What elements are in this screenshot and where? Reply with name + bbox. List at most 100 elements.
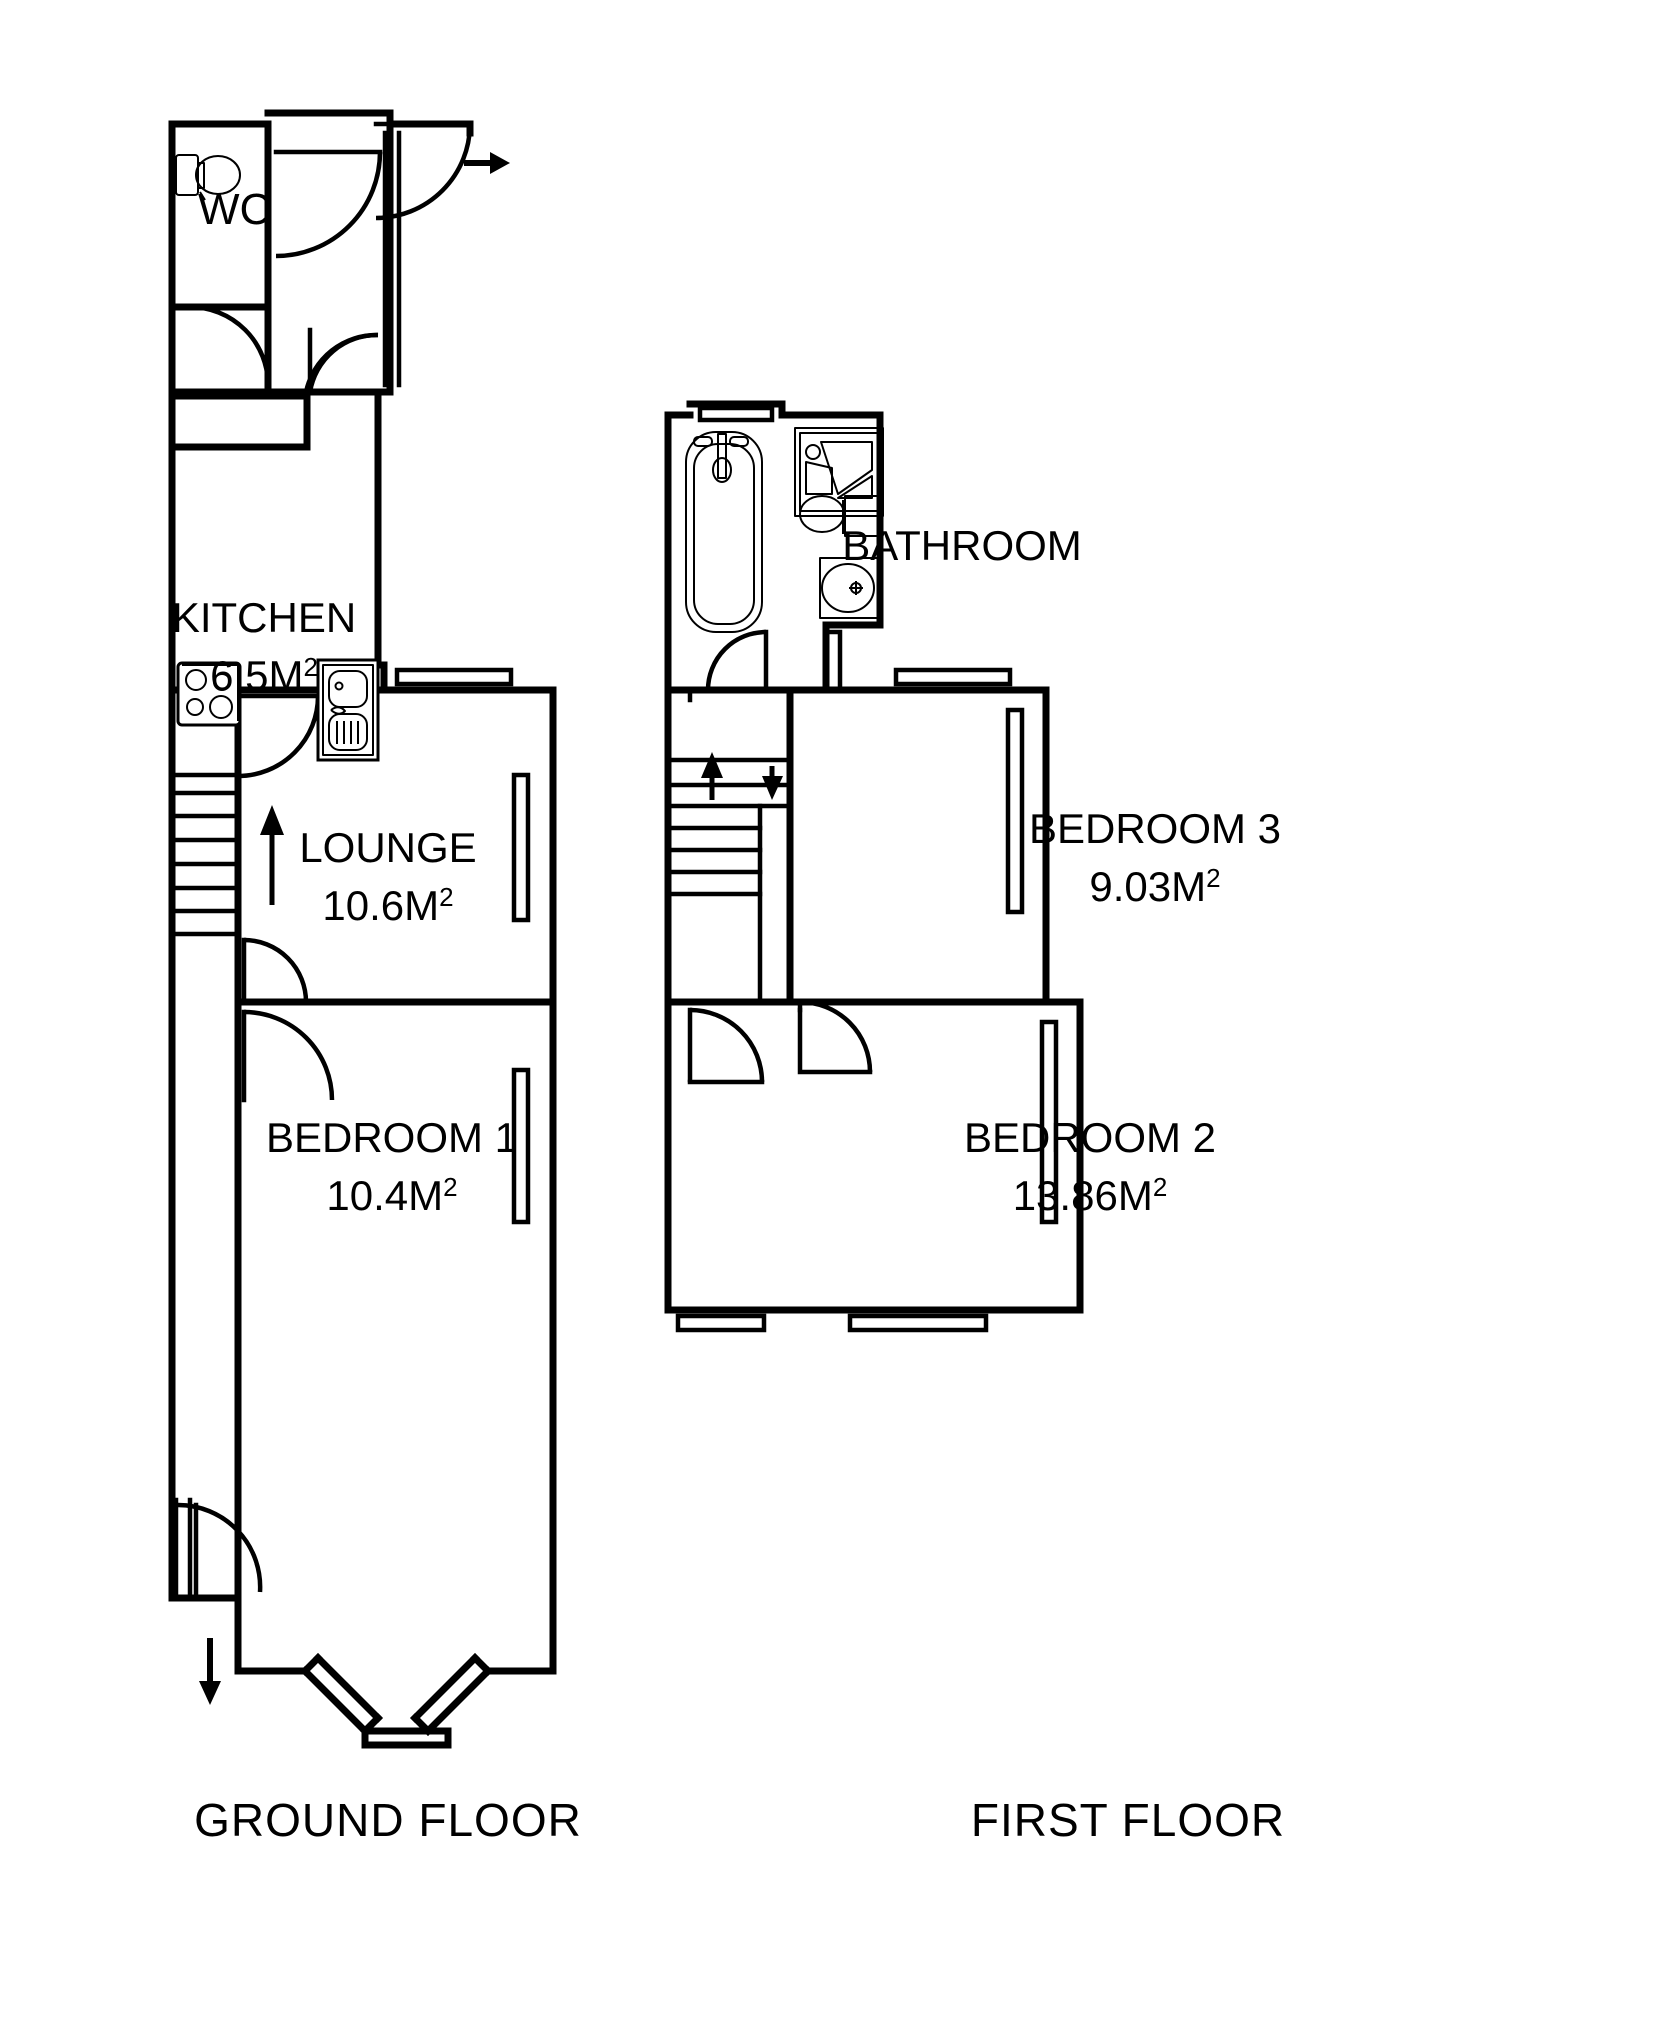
bath-tap-left: [693, 436, 713, 447]
room-area-bedroom3-unit: M: [1171, 863, 1206, 910]
wall-rear-projection: [264, 109, 394, 128]
wall-bath-projection: [686, 400, 786, 419]
basin-unit: [819, 557, 881, 619]
toilet-waste: [199, 191, 206, 201]
bay-angle-right-cap-b: [410, 1713, 433, 1736]
door-swing-rear-hall-b: [303, 332, 379, 393]
stair-down-arrow-head-first: [762, 776, 783, 800]
staircase-first: [665, 752, 793, 1005]
wall-kitchen-counter-ledge: [168, 392, 311, 451]
bay-angle-left-cap-a: [300, 1653, 323, 1676]
door-swing-bedroom2: [689, 1007, 765, 1083]
kitchen-sink: [316, 658, 380, 762]
toilet-bowl-first: [799, 495, 845, 533]
toilet-cistern-first: [844, 495, 880, 537]
first-floor-windows: [675, 405, 1059, 1333]
first-floor-walls: [664, 400, 1084, 1314]
door-swing-hall-lounge: [243, 937, 309, 1003]
door-swing-wc-top: [275, 151, 383, 259]
bay-angle-right-cap-a: [470, 1653, 493, 1676]
hob-burner-2: [213, 673, 231, 691]
room-label-kitchen: KITCHEN: [172, 594, 356, 641]
room-label-bedroom3: BEDROOM 3: [1029, 805, 1281, 852]
kitchen-hob: [176, 661, 242, 727]
hob-inner-edge: [182, 664, 239, 721]
hob-burner-4: [209, 695, 233, 719]
door-swing-wc-lower: [189, 304, 271, 386]
room-area-lounge-value: 10.6: [322, 882, 404, 929]
window-lounge-right: [511, 772, 531, 923]
wall-kitchen-right-jog: [374, 661, 388, 694]
sink-drainer-grooves: [336, 721, 359, 744]
sink-tap: [330, 706, 346, 715]
room-area-bedroom3-sup: 2: [1206, 863, 1220, 893]
bath-outer: [685, 431, 763, 633]
exit-arrow-head: [199, 1681, 221, 1705]
toilet-cistern: [175, 154, 199, 196]
window-bedroom3-top: [893, 667, 1013, 687]
bathroom-wash-basin: [819, 557, 881, 619]
entry-arrow-ground: [464, 152, 510, 174]
room-area-lounge-unit: M: [404, 882, 439, 929]
window-bedroom2-right: [1039, 1019, 1059, 1225]
shower-tray-outer: [794, 427, 884, 517]
exit-arrow-ground: [199, 1638, 221, 1705]
ground-floor-group: WC KITCHEN 6.5M2 LOUNGE 10.6M2 BEDROOM 1…: [168, 109, 581, 1846]
basin-tap-cross: [849, 581, 863, 595]
window-lounge-top: [394, 667, 514, 687]
hob-burner-3: [186, 698, 204, 716]
room-area-kitchen: 6.5M2: [210, 652, 318, 699]
sink-basin: [328, 670, 368, 708]
bath-spout: [717, 433, 727, 479]
room-area-kitchen-unit: M: [268, 652, 303, 699]
stair-up-arrow-head-ground: [260, 805, 284, 835]
bath-tap-right: [729, 436, 749, 447]
wall-airing-cupboard: [823, 629, 843, 693]
window-bedroom1-right: [511, 1067, 531, 1225]
bay-angle-left-inner: [313, 1653, 383, 1723]
sink-unit-outline: [316, 658, 380, 762]
bathroom-shower: [794, 427, 884, 517]
room-label-bathroom: BATHROOM: [842, 522, 1082, 569]
room-area-bedroom3-value: 9.03: [1089, 863, 1171, 910]
door-swing-hall-bedroom1: [243, 1009, 335, 1101]
bathroom-toilet: [799, 495, 880, 537]
shower-panel-c: [837, 475, 873, 499]
stair-up-arrow-head-first: [701, 752, 723, 778]
room-area-bedroom2-sup: 2: [1153, 1172, 1167, 1202]
room-label-wc: WC: [198, 185, 271, 234]
room-area-bedroom1-sup: 2: [443, 1172, 457, 1202]
window-rear-right: [382, 130, 402, 388]
shower-panel-a: [805, 461, 833, 495]
entry-arrow-head: [490, 152, 510, 174]
door-swing-bedroom3: [799, 999, 873, 1073]
room-area-bedroom2: 13.86M2: [1013, 1172, 1168, 1219]
bay-angle-right-outer: [423, 1666, 493, 1736]
door-swing-bathroom: [705, 629, 767, 691]
room-label-bedroom1: BEDROOM 1: [266, 1114, 518, 1161]
door-swing-entrance: [375, 123, 473, 221]
hob-outline: [176, 661, 242, 727]
room-area-bedroom1-value: 10.4: [326, 1172, 408, 1219]
room-area-bedroom3: 9.03M2: [1089, 863, 1220, 910]
window-bedroom2-front-right: [847, 1313, 989, 1333]
bath-inner: [693, 443, 755, 625]
room-area-lounge-sup: 2: [439, 882, 453, 912]
staircase-ground: [169, 772, 284, 937]
shower-head: [805, 444, 821, 460]
basin-bowl: [821, 563, 875, 613]
room-area-bedroom2-value: 13.86: [1013, 1172, 1118, 1219]
window-hall-front: [173, 1497, 193, 1599]
shower-panel-b: [820, 441, 873, 495]
sink-plughole: [334, 681, 344, 691]
bay-angle-right-inner: [410, 1653, 480, 1723]
window-bedroom2-front-left: [675, 1313, 767, 1333]
ground-floor-windows: [173, 130, 531, 1599]
ground-floor-doors: [169, 121, 473, 1601]
room-area-lounge: 10.6M2: [322, 882, 453, 929]
room-area-bedroom1-unit: M: [408, 1172, 443, 1219]
bath-plughole: [712, 457, 732, 483]
bay-window: [300, 1653, 493, 1749]
